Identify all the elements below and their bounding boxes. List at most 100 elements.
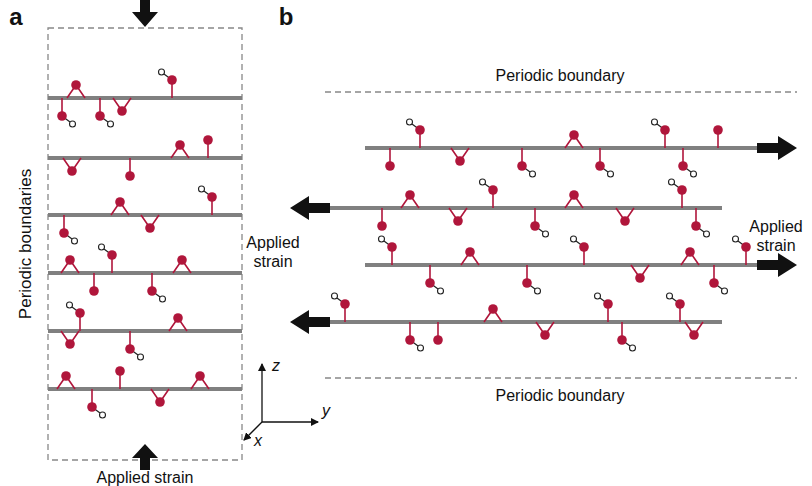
- drawing-part: [757, 136, 797, 160]
- drawing-part: [330, 320, 722, 324]
- panel-letter: a: [9, 3, 22, 32]
- functional-group: [57, 69, 217, 418]
- drawing-part: [565, 130, 583, 148]
- drawing-part: [517, 148, 535, 177]
- drawing-part: [330, 206, 722, 210]
- drawing-part: [48, 96, 242, 100]
- polymer-chain: [330, 148, 757, 322]
- drawing-part: [669, 179, 687, 208]
- drawing-part: [67, 80, 85, 98]
- drawing-part: [48, 213, 242, 217]
- periodic-box: [48, 28, 242, 460]
- drawing-part: [733, 236, 751, 265]
- drawing-part: [757, 253, 797, 277]
- drawing-part: [713, 125, 723, 148]
- drawing-part: [173, 255, 191, 273]
- drawing-part: [99, 244, 117, 273]
- drawing-part: [125, 331, 143, 360]
- drawing-part: [571, 236, 589, 265]
- drawing-part: [480, 179, 498, 208]
- drawing-part: [199, 186, 217, 215]
- drawing-part: [290, 196, 330, 220]
- drawing-part: [522, 265, 540, 294]
- drawing-part: [67, 302, 85, 331]
- drawing-part: [652, 119, 670, 148]
- drawing-part: [151, 389, 169, 407]
- axis-label: z: [272, 356, 280, 375]
- panel-letter: b: [279, 3, 294, 32]
- drawing-part: [125, 158, 135, 181]
- drawing-part: [57, 371, 75, 389]
- strain-arrow: [132, 0, 158, 470]
- drawing-part: [449, 208, 467, 226]
- drawing-part: [681, 247, 699, 265]
- drawing-part: [401, 190, 419, 208]
- strain-arrow: [290, 136, 797, 334]
- drawing-part: [685, 322, 703, 340]
- drawing-part: [379, 236, 397, 265]
- axis-triad: [244, 364, 318, 440]
- drawing-part: [95, 98, 113, 127]
- drawing-part: [169, 313, 187, 331]
- drawing-part: [565, 190, 583, 208]
- drawing-part: [89, 273, 99, 296]
- drawing-part: [530, 208, 548, 237]
- drawing-part: [461, 247, 479, 265]
- drawing-part: [678, 148, 696, 177]
- drawing-part: [132, 444, 158, 470]
- drawing-part: [616, 208, 634, 226]
- drawing-part: [595, 293, 613, 322]
- drawing-part: [87, 389, 105, 418]
- boundary-label: Periodic boundary: [496, 386, 625, 405]
- drawing-part: [484, 304, 502, 322]
- drawing-part: [59, 215, 77, 244]
- strain-label: Applied strain: [745, 217, 807, 255]
- drawing-part: [425, 265, 443, 294]
- drawing-part: [132, 0, 158, 27]
- drawing-part: [631, 265, 649, 283]
- axis-label: y: [322, 401, 330, 420]
- drawing-part: [332, 293, 350, 322]
- drawing-part: [536, 322, 554, 340]
- strain-label: Applied strain: [97, 468, 194, 486]
- drawing-part: [377, 208, 387, 231]
- drawing-part: [262, 421, 318, 422]
- drawing-part: [111, 197, 129, 215]
- drawing-part: [667, 293, 685, 322]
- strain-label: Applied strain: [242, 233, 304, 271]
- functional-group: [332, 119, 751, 351]
- drawing-part: [115, 366, 125, 389]
- drawing-part: [61, 331, 79, 349]
- drawing-part: [433, 322, 443, 345]
- drawing-part: [191, 371, 209, 389]
- drawing-part: [63, 158, 81, 176]
- drawing-part: [159, 69, 177, 98]
- drawing-part: [451, 148, 469, 166]
- drawing-part: [290, 310, 330, 334]
- drawing-part: [365, 146, 757, 150]
- boundary-label: Periodic boundary: [496, 66, 625, 85]
- drawing-part: [57, 98, 75, 127]
- drawing-part: [261, 364, 262, 422]
- drawing-part: [141, 215, 159, 233]
- drawing-part: [171, 140, 189, 158]
- polymer-chain: [48, 98, 242, 389]
- drawing-part: [147, 273, 165, 302]
- drawing-part: [617, 322, 635, 351]
- drawing-part: [385, 148, 395, 171]
- periodic-boundary: [325, 92, 797, 378]
- drawing-part: [113, 98, 131, 116]
- drawing-part: [61, 255, 79, 273]
- drawing-part: [48, 28, 242, 460]
- drawing-part: [203, 135, 213, 158]
- drawing-part: [405, 322, 423, 351]
- axis-label: x: [254, 431, 262, 450]
- drawing-part: [407, 119, 425, 148]
- drawing-part: [325, 91, 797, 92]
- drawing-part: [325, 377, 797, 378]
- drawing-part: [595, 148, 613, 177]
- drawing-part: [709, 265, 727, 294]
- drawing-part: [48, 387, 242, 391]
- boundary-label: Periodic boundaries: [16, 169, 36, 319]
